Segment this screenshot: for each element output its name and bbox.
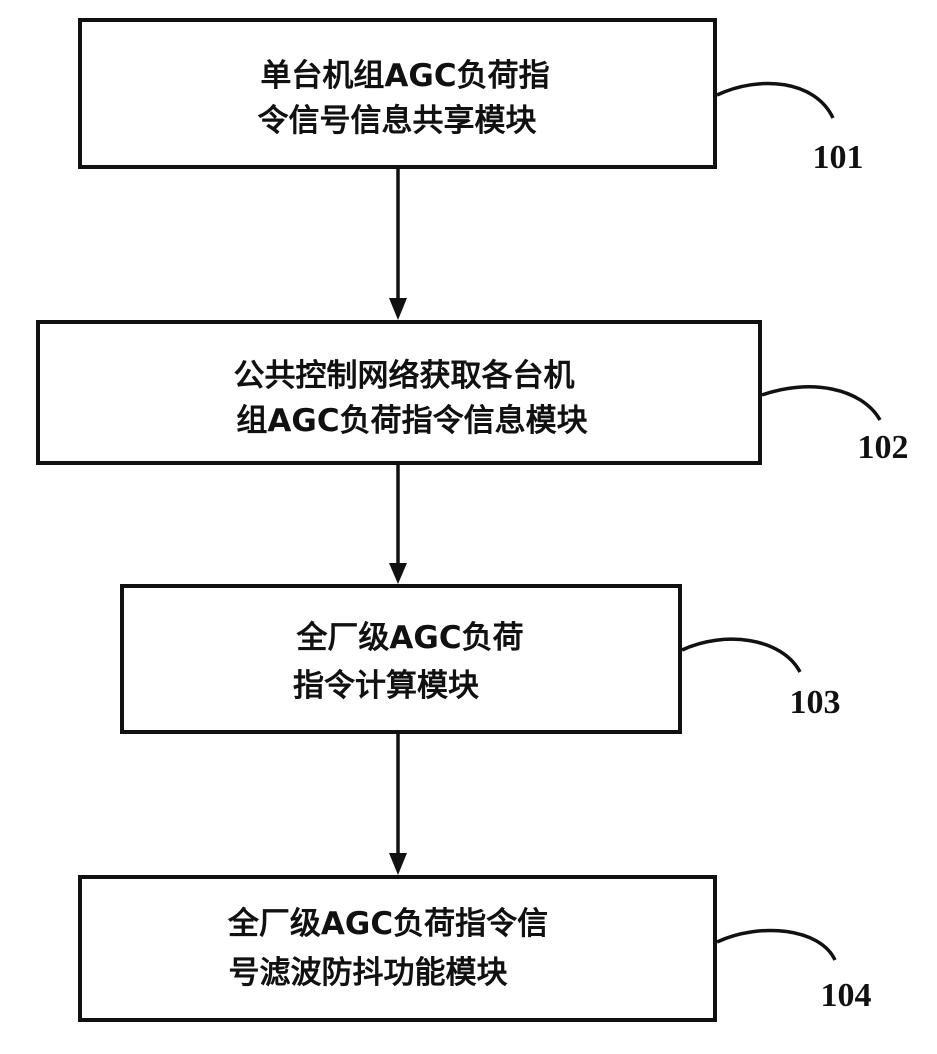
- leader-line-102: [761, 385, 882, 421]
- leader-line-104: [716, 928, 837, 961]
- ref-label-102: 102: [858, 429, 909, 466]
- ref-label-101: 101: [813, 139, 864, 176]
- module-box-103: 全厂级AGC负荷 指令计算模块: [120, 584, 682, 734]
- module-103-line-1: 全厂级AGC负荷: [295, 620, 523, 656]
- module-102-line-2: 组AGC负荷指令信息模块: [236, 403, 587, 439]
- module-101-line-1: 单台机组AGC负荷指: [260, 58, 549, 94]
- module-box-104: 全厂级AGC负荷指令信 号滤波防抖功能模块: [78, 875, 717, 1022]
- module-box-101: 单台机组AGC负荷指 令信号信息共享模块: [78, 18, 717, 169]
- leader-line-103: [681, 637, 802, 673]
- module-104-line-2: 号滤波防抖功能模块: [229, 955, 508, 991]
- module-104-line-1: 全厂级AGC负荷指令信: [227, 906, 548, 942]
- leader-line-101: [716, 81, 835, 119]
- ref-label-103: 103: [790, 684, 841, 721]
- module-box-102: 公共控制网络获取各台机 组AGC负荷指令信息模块: [36, 320, 762, 465]
- arrow-102-to-103: [389, 463, 407, 584]
- module-101-line-2: 令信号信息共享模块: [258, 103, 537, 139]
- module-102-line-1: 公共控制网络获取各台机: [234, 358, 575, 394]
- arrow-101-to-102: [389, 167, 407, 320]
- arrow-103-to-104: [389, 732, 407, 875]
- module-103-line-2: 指令计算模块: [293, 668, 479, 704]
- ref-label-104: 104: [821, 977, 872, 1014]
